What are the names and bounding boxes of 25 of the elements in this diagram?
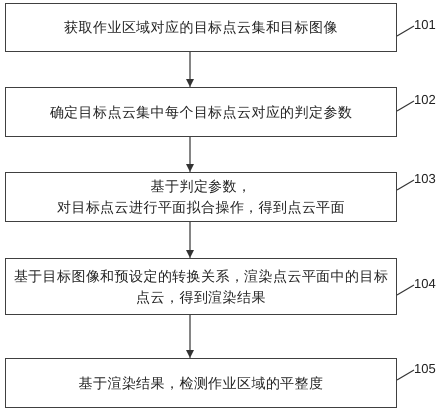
arrow <box>186 315 194 358</box>
process-box <box>5 358 397 408</box>
reference-number: 101 <box>414 17 436 33</box>
step-text: 基于渲染结果，检测作业区域的平整度 <box>78 374 324 392</box>
leader-line <box>396 369 414 381</box>
arrow <box>186 137 194 172</box>
arrow <box>186 222 194 258</box>
reference-number: 105 <box>414 361 436 377</box>
step-text: 对目标点云进行平面拟合操作，得到点云平面 <box>57 198 345 217</box>
step-text: 基于目标图像和预设定的转换关系，渲染点云平面中的目标点云，得到渲染结果 <box>12 266 390 306</box>
reference-number: 104 <box>414 276 436 292</box>
step-text: 基于判定参数， <box>150 177 252 196</box>
arrow <box>186 52 194 87</box>
reference-number: 103 <box>414 171 436 187</box>
process-box <box>5 87 397 137</box>
reference-number: 102 <box>414 92 436 108</box>
step-text: 确定目标点云集中每个目标点云对应的判定参数 <box>50 102 352 122</box>
leader-line <box>396 284 414 296</box>
leader-line <box>396 100 414 112</box>
process-box <box>5 258 397 315</box>
step-text: 获取作业区域对应的目标点云集和目标图像 <box>64 18 338 37</box>
leader-line <box>396 25 414 37</box>
leader-line <box>396 179 414 191</box>
process-box <box>5 172 397 222</box>
process-box <box>5 3 397 52</box>
